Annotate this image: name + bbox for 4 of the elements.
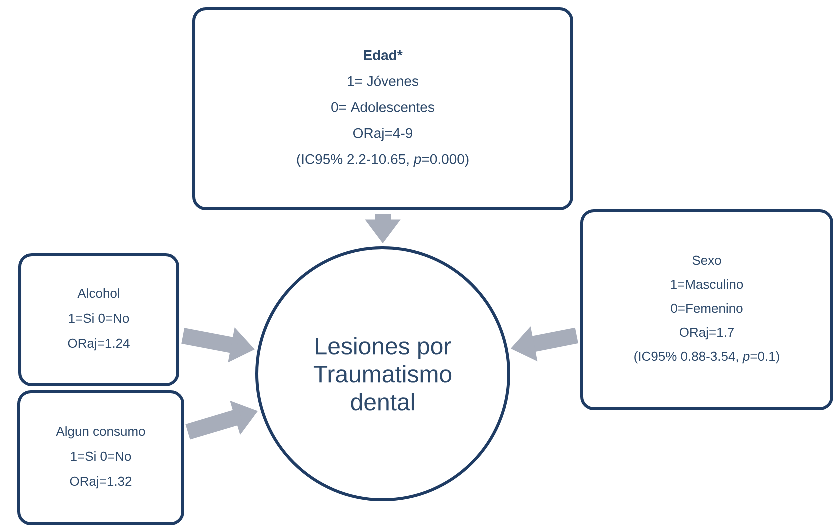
variable-box: Edad* 1= Jóvenes 0= Adolescentes ORaj=4-9 (IC95% 2.2-10.65, p=0.000): [192, 7, 574, 210]
variable-box: Sexo 1=Masculino 0=Femenino ORaj=1.7 (IC95% 0.88-3.54, p=0.1): [580, 209, 834, 410]
variable-box: Alcohol 1=Si 0=No ORaj=1.24: [18, 253, 180, 386]
variable-box: Algun consumo 1=Si 0=No ORaj=1.32: [18, 390, 184, 526]
